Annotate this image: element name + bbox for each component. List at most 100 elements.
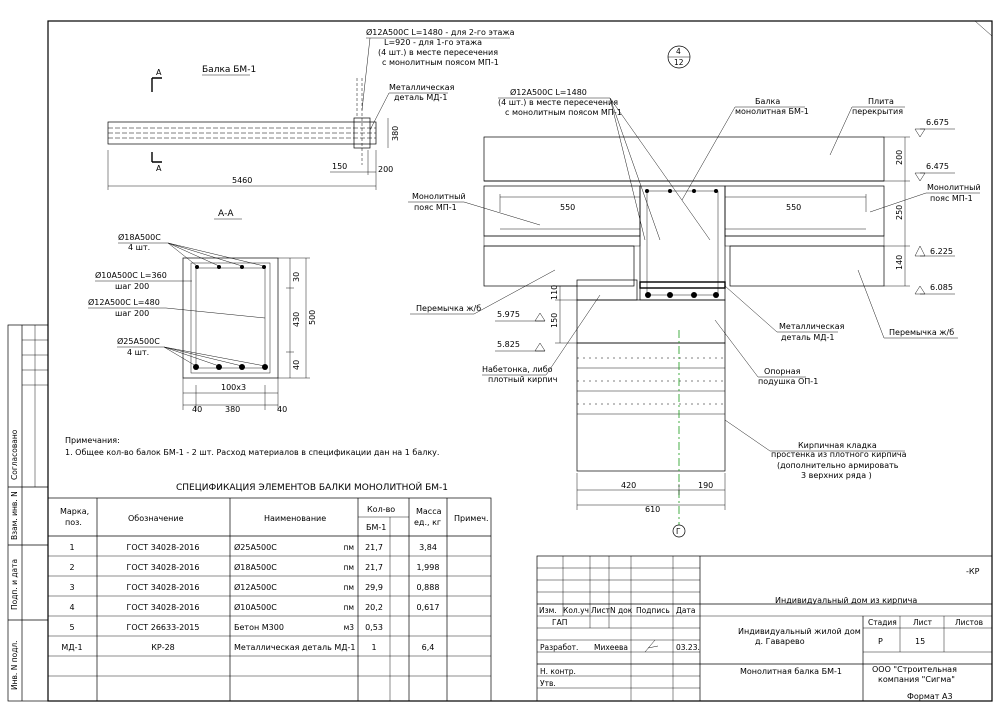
spec-h-mark-2: поз. [65,518,82,527]
dim-190: 190 [698,481,713,490]
notes-line-1: 1. Общее кол-во балок БМ-1 - 2 шт. Расхо… [65,448,439,457]
link-step: шаг 200 [115,309,149,318]
tb-sheet: 15 [915,637,925,646]
spec-cell-desig: ГОСТ 34028-2016 [127,543,200,552]
axis-marker [672,524,686,538]
spec-cell-name: Ø18А500С [234,562,277,572]
spec-cell-qty: 1 [371,643,376,652]
spec-h-desig: Обозначение [128,514,184,523]
masonry-label-3: (дополнительно армировать [777,461,899,470]
signature [644,639,659,653]
lintel-right-label: Перемычка ж/б [889,328,954,337]
rebar-bottom-count: 4 шт. [127,348,149,357]
dim-30: 30 [292,272,301,282]
tb-project: Индивидуальный дом из кирпича [775,596,917,605]
spec-cell-mass: 6,4 [422,643,435,652]
spec-cell-mark: 3 [69,583,74,592]
bottom-bar-1 [193,364,199,370]
tb-sheets-h: Листов [955,618,983,627]
level-5975: 5.975 [497,310,520,319]
stirrup-step: шаг 200 [115,282,149,291]
dim-beam-length: 5460 [232,176,252,185]
beam-label-2: монолитная БМ-1 [735,107,809,116]
dim-250-belt: 250 [895,205,904,220]
rebar-bottom-label: Ø25А500С [117,336,160,346]
side-inv-vzam-label: Взам. инв. N [10,491,19,540]
beam-elevation-view: Балка БМ-1 A A 5460 150 200 380 Ø12А500С… [107,27,515,190]
notes-title: Примечания: [65,436,120,445]
dim-420: 420 [621,481,636,490]
tb-object-2: д. Гаварево [755,637,805,646]
spec-cell-unit: пм [343,603,354,612]
top-bar-1 [195,265,199,269]
tb-razrab-date: 03.23. [676,643,700,652]
support-pad [576,299,726,344]
section-mark-top: A [156,68,162,77]
lintel-right [729,245,885,287]
top-bar-2 [217,265,221,269]
pad-alt-label-2: плотный кирпич [488,375,557,384]
top-bar-4 [262,265,266,269]
section-mark-bottom: A [156,164,162,173]
tb-sheet-h: Лист [913,618,933,627]
tb-razrab-name: Михеева [594,643,628,652]
tb-h-kol: Кол.уч [563,606,589,615]
side-agreed-label: Согласовано [10,429,19,480]
rebar-top-label: Ø18А500С [118,232,161,242]
beam-label-1: Балка [755,97,780,106]
side-sign-date-label: Подп. и дата [10,559,19,610]
tb-h-list: Лист [591,606,611,615]
dim-550-left: 550 [560,203,575,212]
tb-stage-h: Стадия [868,618,897,627]
metal-detail-label-1-node: Металлическая [779,322,845,331]
bottom-bar-4 [262,364,268,370]
spec-cell-desig: ГОСТ 34028-2016 [127,583,200,592]
dim-150: 150 [332,162,347,171]
spec-cell-name: Ø10А500С [234,602,277,612]
dim-140-lintel: 140 [895,255,904,270]
metal-detail-label-2-node: деталь МД-1 [781,333,835,342]
metal-detail-label-2: деталь МД-1 [394,93,448,102]
monolithic-beam [639,185,726,301]
level-5825: 5.825 [497,340,520,349]
pad-label-2: подушка ОП-1 [758,377,818,386]
spec-cell-mass: 0,617 [417,603,440,612]
masonry-label-1: Кирпичная кладка [798,441,877,450]
sheet-format: Формат А3 [907,692,953,701]
pad-alt-label-1: Набетонка, либо [482,365,553,374]
link-label: Ø12А500С L=480 [88,297,160,307]
dim-430: 430 [292,312,301,327]
masonry-label-4: 3 верхних ряда ) [801,471,872,480]
lintel-left-label: Перемычка ж/б [416,304,481,313]
spec-cell-qty: 29,9 [365,583,383,592]
tb-h-data: Дата [676,606,695,615]
spec-cell-unit: пм [343,543,354,552]
metal-detail-label-1: Металлическая [389,83,455,92]
top-bar-3 [240,265,244,269]
dim-40-right: 40 [277,405,287,414]
rebar-note-4: с монолитным поясом МП-1 [382,58,499,67]
tb-code: -КР [966,567,980,576]
tb-org-2: компания "Сигма" [878,675,955,684]
dim-500: 500 [308,310,317,325]
title-block: -КР Индивидуальный дом из кирпича Изм. К… [536,555,993,702]
dim-550-right: 550 [786,203,801,212]
tb-h-ndok: N док [610,606,633,615]
spec-h-qty-sub: БМ-1 [366,523,386,532]
dim-610: 610 [645,505,660,514]
section-aa-title: А-А [218,209,234,219]
slab-label-1: Плита [868,97,894,106]
spec-cell-desig: КР-28 [151,643,175,652]
spec-cell-mass: 0,888 [417,583,440,592]
rebar-note-2: L=920 - для 1-го этажа [384,38,482,47]
spec-cell-unit: пм [343,583,354,592]
tb-object-1: Индивидуальный жилой дом [738,627,861,636]
side-inv-podl-label: Инв. N подл. [10,640,19,690]
level-6085: 6.085 [930,283,953,292]
spec-cell-mass: 3,84 [419,543,437,552]
tb-stage: Р [878,637,883,646]
side-stamp: Согласовано Взам. инв. N Подп. и дата Ин… [7,324,49,702]
spec-cell-mark: 2 [69,563,74,572]
